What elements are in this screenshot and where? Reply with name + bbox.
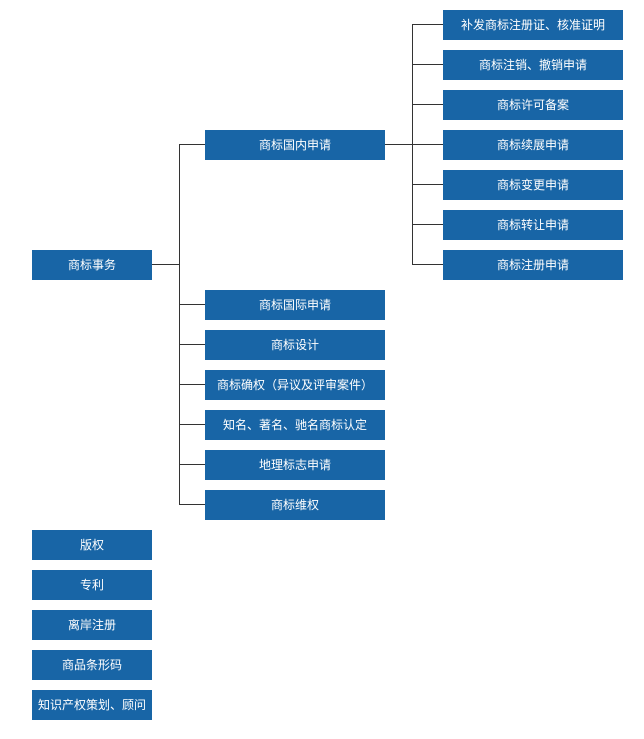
connector-to-transfer bbox=[412, 224, 443, 225]
connector-to-registration bbox=[412, 264, 443, 265]
node-trademark-design[interactable]: 商标设计 bbox=[205, 330, 385, 360]
node-cancellation-application[interactable]: 商标注销、撤销申请 bbox=[443, 50, 623, 80]
node-trademark-confirmation[interactable]: 商标确权（异议及评审案件） bbox=[205, 370, 385, 400]
connector-to-geo bbox=[179, 464, 205, 465]
node-international-application[interactable]: 商标国际申请 bbox=[205, 290, 385, 320]
node-barcode[interactable]: 商品条形码 bbox=[32, 650, 152, 680]
node-transfer-application[interactable]: 商标转让申请 bbox=[443, 210, 623, 240]
node-domestic-application[interactable]: 商标国内申请 bbox=[205, 130, 385, 160]
connector-to-reissue bbox=[412, 24, 443, 25]
connector-trademark-trunk bbox=[179, 144, 180, 505]
connector-to-change bbox=[412, 184, 443, 185]
node-renewal-application[interactable]: 商标续展申请 bbox=[443, 130, 623, 160]
node-patent[interactable]: 专利 bbox=[32, 570, 152, 600]
node-copyright[interactable]: 版权 bbox=[32, 530, 152, 560]
connector-to-recognition bbox=[179, 424, 205, 425]
connector-to-confirmation bbox=[179, 384, 205, 385]
node-trademark-affairs[interactable]: 商标事务 bbox=[32, 250, 152, 280]
node-offshore-registration[interactable]: 离岸注册 bbox=[32, 610, 152, 640]
node-reissue-certificate[interactable]: 补发商标注册证、核准证明 bbox=[443, 10, 623, 40]
node-change-application[interactable]: 商标变更申请 bbox=[443, 170, 623, 200]
connector-domestic-out bbox=[385, 144, 412, 145]
connector-to-protection bbox=[179, 504, 205, 505]
connector-to-international bbox=[179, 304, 205, 305]
node-ip-consulting[interactable]: 知识产权策划、顾问 bbox=[32, 690, 152, 720]
node-license-filing[interactable]: 商标许可备案 bbox=[443, 90, 623, 120]
node-geographical-indication[interactable]: 地理标志申请 bbox=[205, 450, 385, 480]
connector-to-license bbox=[412, 104, 443, 105]
node-registration-application[interactable]: 商标注册申请 bbox=[443, 250, 623, 280]
connector-root-trunk bbox=[152, 264, 179, 265]
connector-to-design bbox=[179, 344, 205, 345]
node-trademark-protection[interactable]: 商标维权 bbox=[205, 490, 385, 520]
connector-to-renewal bbox=[412, 144, 443, 145]
connector-to-cancel bbox=[412, 64, 443, 65]
node-famous-trademark-recognition[interactable]: 知名、著名、驰名商标认定 bbox=[205, 410, 385, 440]
connector-to-domestic bbox=[179, 144, 205, 145]
